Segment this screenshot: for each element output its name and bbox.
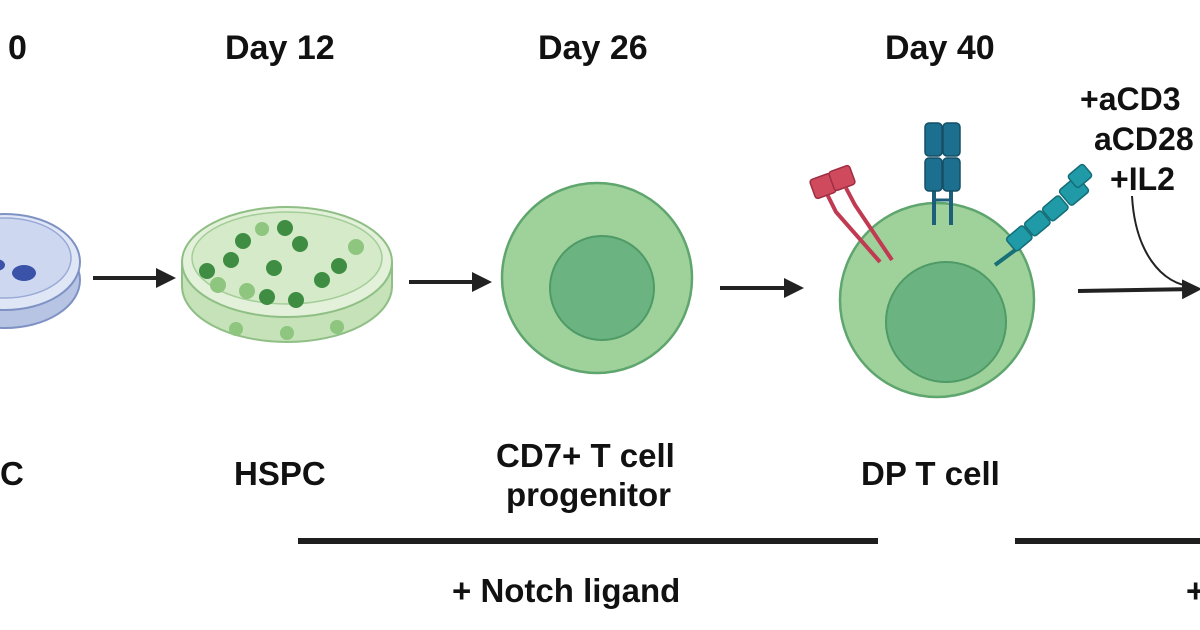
progenitor-label-line2: progenitor: [506, 476, 671, 513]
cell-dot: [0, 259, 5, 271]
blue-receptor: [924, 122, 961, 225]
red-receptor: [809, 164, 894, 264]
notch-ligand-label: + Notch ligand: [452, 572, 681, 609]
dp-t-cell: [838, 201, 1036, 399]
arrow-4: [1077, 279, 1200, 300]
right-treatment-bar: [1015, 538, 1200, 544]
day-40-label: Day 40: [885, 29, 995, 67]
condition-il2: +IL2: [1110, 161, 1175, 197]
progenitor-cell: [500, 181, 694, 375]
hspc-culture-dish: [181, 206, 393, 343]
condition-acd3: +aCD3: [1080, 81, 1181, 117]
condition-acd28: aCD28: [1094, 121, 1194, 157]
stage-0-label: C: [0, 455, 24, 492]
notch-ligand-bar: [298, 538, 878, 544]
day-12-label: Day 12: [225, 29, 335, 67]
hspc-label: HSPC: [234, 455, 326, 492]
right-treatment-label: +: [1186, 572, 1200, 609]
teal-receptor: [993, 163, 1093, 267]
dp-t-cell-label: DP T cell: [861, 455, 1000, 492]
day-0-label: 0: [8, 29, 27, 67]
stimulation-curve: [1131, 195, 1196, 288]
progenitor-label-line1: CD7+ T cell: [496, 437, 675, 474]
day-26-label: Day 26: [538, 29, 648, 67]
cell-dot: [12, 265, 36, 281]
day0-culture-dish: [0, 213, 81, 329]
